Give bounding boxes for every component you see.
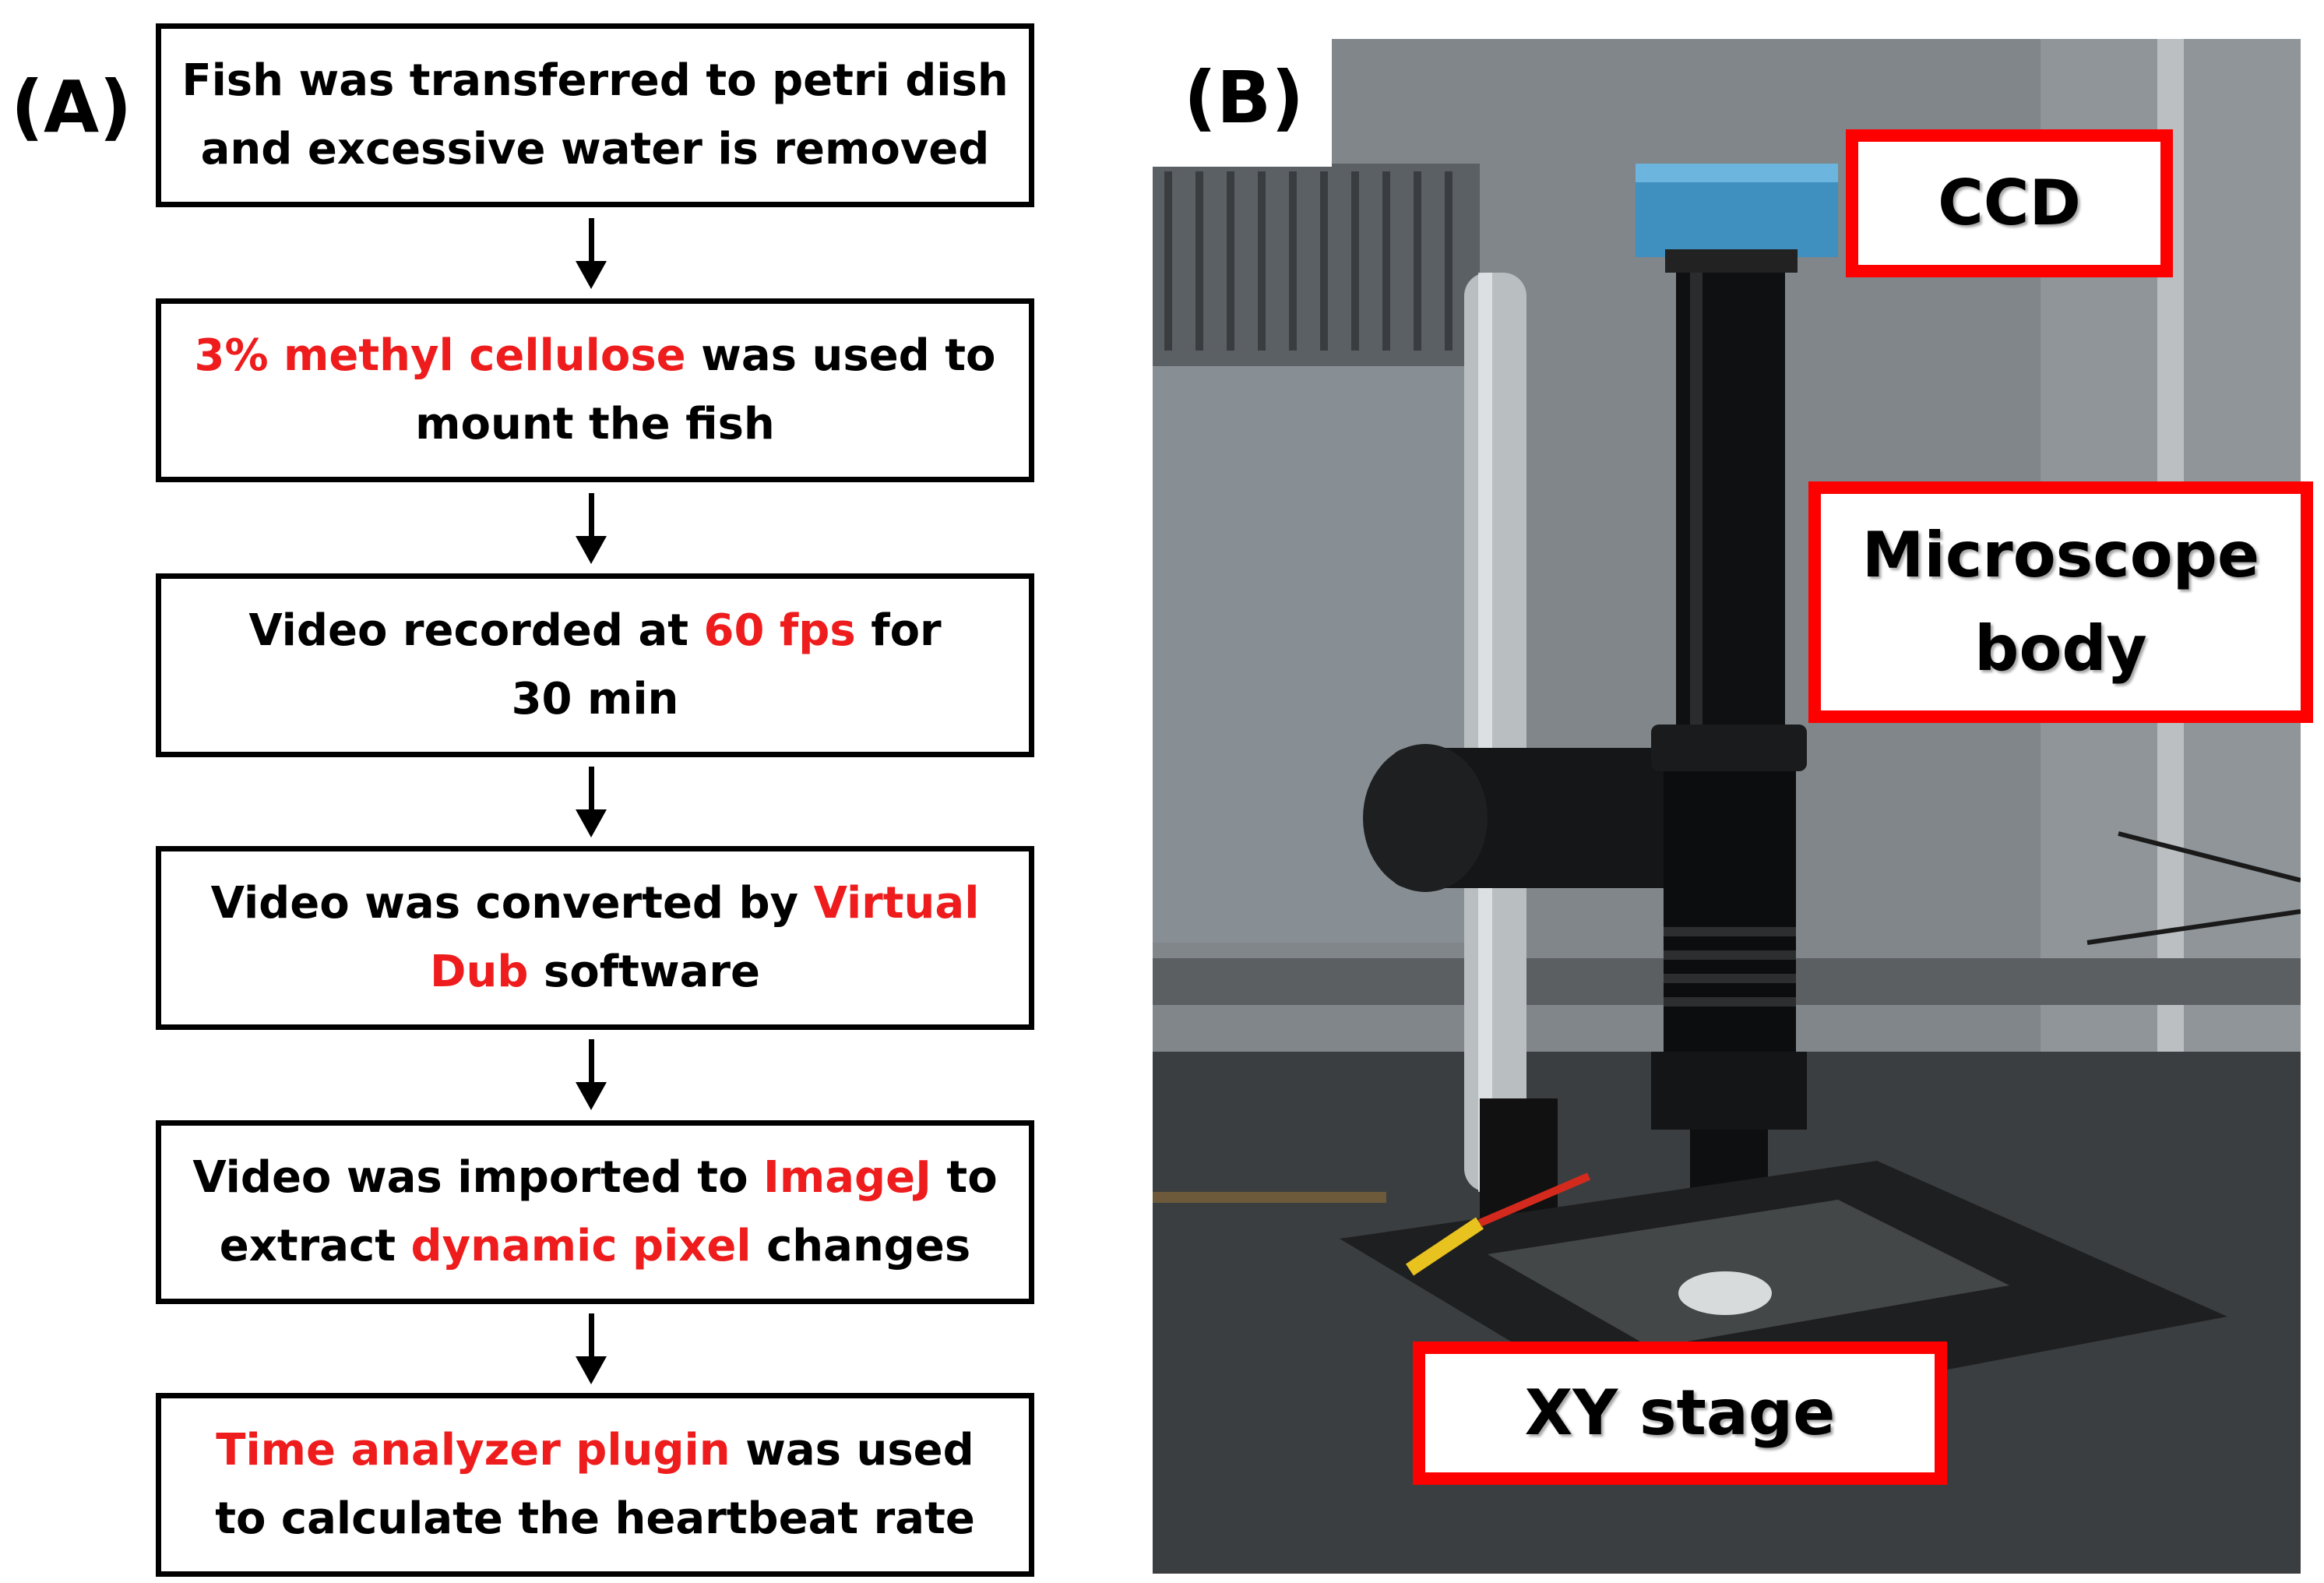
flow-step-6: Time analyzer plugin was used to calcula… [156, 1393, 1034, 1577]
step-text: to [931, 1151, 998, 1203]
step-text: software [528, 947, 760, 997]
flow-step-text: Time analyzer plugin was used to calcula… [215, 1416, 975, 1554]
callout-microscope-body: Microscope body [1808, 481, 2313, 723]
flow-step-text: Video recorded at 60 fps for 30 min [248, 597, 941, 735]
highlight-text: Virtual [813, 877, 980, 929]
flow-step-line: to calculate the heartbeat rate [215, 1485, 975, 1553]
callout-xy-stage-text: XY stage [1524, 1377, 1836, 1449]
callout-microscope-line1: Microscope [1861, 519, 2260, 591]
panel-label-b: (B) [1184, 56, 1305, 139]
panel-b-label-background [1153, 39, 1332, 167]
flow-step-line: mount the fish [194, 390, 995, 459]
highlight-text: Time analyzer plugin [216, 1424, 731, 1475]
flow-step-1: Fish was transferred to petri dish and e… [156, 23, 1034, 207]
step-text: Video was imported to [192, 1151, 764, 1203]
step-text: for [855, 605, 942, 656]
callout-ccd: CCD [1846, 129, 2173, 277]
highlight-text: 3% methyl cellulose [194, 330, 686, 381]
step-text: was used [730, 1424, 974, 1475]
step-text: changes [751, 1221, 971, 1271]
step-text: Video recorded at [248, 605, 704, 656]
flow-step-line: and excessive water is removed [181, 115, 1008, 184]
step-text: 30 min [511, 674, 679, 725]
step-text: Video was converted by [210, 877, 814, 929]
flow-step-line: Video recorded at 60 fps for [248, 597, 941, 665]
flow-step-text: Video was imported to ImageJ to extract … [192, 1144, 997, 1282]
flow-step-line: Fish was transferred to petri dish [181, 47, 1008, 115]
flow-step-line: Time analyzer plugin was used [215, 1416, 975, 1485]
step-text: extract [219, 1221, 411, 1271]
flow-step-line: Video was converted by Virtual [211, 869, 980, 938]
step-text: and excessive water is removed [200, 124, 990, 175]
callout-microscope-line2: body [1974, 612, 2147, 685]
flow-step-2: 3% methyl cellulose was used to mount th… [156, 298, 1034, 482]
highlight-text: dynamic pixel [410, 1221, 752, 1271]
step-text: to calculate the heartbeat rate [215, 1493, 975, 1544]
flow-step-line: 3% methyl cellulose was used to [194, 322, 995, 390]
flow-step-4: Video was converted by Virtual Dub softw… [156, 846, 1034, 1030]
flow-step-text: Video was converted by Virtual Dub softw… [211, 869, 980, 1007]
flow-step-line: 30 min [248, 665, 941, 734]
microscope-setup-photo [1153, 39, 2301, 1574]
flow-step-text: Fish was transferred to petri dish and e… [181, 47, 1008, 185]
step-text: mount the fish [415, 399, 775, 450]
step-text: was used to [685, 330, 996, 381]
flow-step-line: Video was imported to ImageJ to [192, 1144, 997, 1212]
callout-xy-stage: XY stage [1413, 1341, 1947, 1485]
highlight-text: Dub [429, 947, 529, 997]
flow-step-3: Video recorded at 60 fps for 30 min [156, 573, 1034, 757]
flow-step-text: 3% methyl cellulose was used to mount th… [194, 322, 995, 460]
flow-step-line: extract dynamic pixel changes [192, 1212, 997, 1281]
panel-label-a: (A) [11, 65, 132, 149]
callout-ccd-text: CCD [1938, 167, 2081, 239]
highlight-text: ImageJ [763, 1151, 931, 1203]
flow-step-line: Dub software [211, 938, 980, 1007]
callout-microscope-body-text: Microscope body [1862, 509, 2259, 696]
highlight-text: 60 fps [703, 605, 856, 656]
flow-step-5: Video was imported to ImageJ to extract … [156, 1120, 1034, 1304]
step-text: Fish was transferred to petri dish [181, 55, 1009, 106]
